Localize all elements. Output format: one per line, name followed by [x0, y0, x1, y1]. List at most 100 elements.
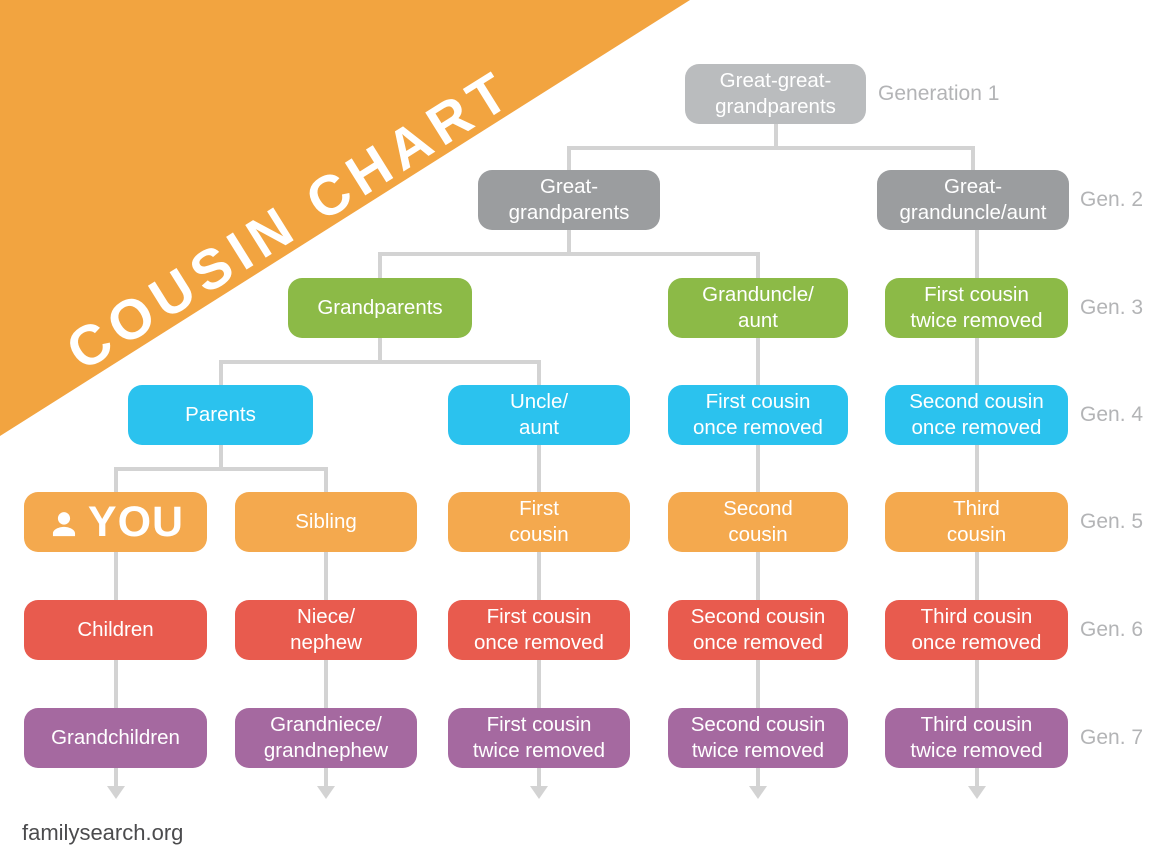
generation-label-4: Gen. 4	[1080, 403, 1144, 426]
tree-node-tc1r: Third cousin once removed	[885, 600, 1068, 660]
tree-node-gniece: Grandniece/ grandnephew	[235, 708, 417, 768]
generation-label-1: Generation 1	[878, 82, 1000, 105]
tree-node-ua: Uncle/ aunt	[448, 385, 630, 445]
down-arrow-line	[974, 768, 979, 788]
tree-node-label: Third cousin twice removed	[910, 713, 1043, 762]
connector-line	[756, 552, 760, 600]
connector-line	[218, 360, 223, 385]
generation-label-2: Gen. 2	[1080, 188, 1144, 211]
connector-line	[974, 338, 979, 385]
tree-node-label: Niece/ nephew	[290, 605, 362, 654]
tree-node-gp: Grandparents	[288, 278, 472, 338]
down-arrow-icon	[967, 786, 986, 799]
tree-node-sc1r_up: Second cousin once removed	[885, 385, 1068, 445]
tree-node-tc: Third cousin	[885, 492, 1068, 552]
connector-line	[113, 467, 118, 492]
connector-line	[974, 230, 979, 278]
tree-node-niece: Niece/ nephew	[235, 600, 417, 660]
tree-node-children: Children	[24, 600, 207, 660]
tree-node-label: Third cousin once removed	[911, 605, 1042, 654]
connector-line	[537, 445, 541, 492]
connector-line	[567, 230, 571, 256]
tree-node-label: Grandchildren	[51, 726, 180, 749]
connector-line	[537, 360, 541, 385]
tree-node-fc1r_up: First cousin once removed	[668, 385, 848, 445]
tree-node-ggua: Great- granduncle/aunt	[877, 170, 1069, 230]
tree-node-ggg: Great-great- grandparents	[685, 64, 866, 124]
down-arrow-icon	[106, 786, 125, 799]
tree-node-tc2r: Third cousin twice removed	[885, 708, 1068, 768]
tree-node-label: Third cousin	[946, 497, 1007, 546]
tree-node-label: Great- grandparents	[508, 175, 630, 224]
tree-node-sc1r_down: Second cousin once removed	[668, 600, 848, 660]
connector-line	[756, 252, 760, 278]
connector-line	[971, 146, 975, 170]
down-arrow-line	[756, 768, 760, 788]
tree-node-label: YOU	[87, 497, 185, 546]
connector-line	[113, 660, 118, 708]
tree-node-label: Second cousin once removed	[690, 605, 826, 654]
tree-node-label: Second cousin once removed	[909, 390, 1044, 439]
tree-node-gua: Granduncle/ aunt	[668, 278, 848, 338]
tree-node-sc2r: Second cousin twice removed	[668, 708, 848, 768]
connector-line	[773, 124, 778, 150]
connector-line	[113, 552, 118, 600]
connector-line	[974, 552, 979, 600]
tree-node-fc1r_down: First cousin once removed	[448, 600, 630, 660]
down-arrow-line	[537, 768, 541, 788]
connector-line	[537, 552, 541, 600]
connector-line	[113, 467, 328, 471]
down-arrow-line	[324, 768, 328, 788]
tree-node-gc: Grandchildren	[24, 708, 207, 768]
connector-line	[378, 338, 382, 364]
connector-line	[324, 552, 328, 600]
connector-line	[567, 146, 571, 170]
generation-label-5: Gen. 5	[1080, 510, 1144, 533]
connector-line	[324, 660, 328, 708]
tree-node-you: YOU	[24, 492, 207, 552]
generation-label-7: Gen. 7	[1080, 726, 1144, 749]
tree-node-label: Sibling	[295, 510, 357, 533]
down-arrow-icon	[317, 786, 335, 799]
connector-line	[537, 660, 541, 708]
tree-node-label: Children	[77, 618, 154, 641]
tree-node-label: Uncle/ aunt	[509, 390, 569, 439]
connector-line	[378, 252, 382, 278]
tree-node-fc2r_down: First cousin twice removed	[448, 708, 630, 768]
tree-node-label: Great- granduncle/aunt	[899, 175, 1047, 224]
tree-node-fc2r_up: First cousin twice removed	[885, 278, 1068, 338]
tree-node-label: First cousin once removed	[693, 390, 823, 439]
generation-label-3: Gen. 3	[1080, 296, 1144, 319]
connector-line	[324, 467, 328, 492]
tree-node-label: First cousin once removed	[474, 605, 604, 654]
tree-node-fc: First cousin	[448, 492, 630, 552]
tree-node-label: Granduncle/ aunt	[702, 283, 814, 332]
tree-node-parents: Parents	[128, 385, 313, 445]
tree-node-sibling: Sibling	[235, 492, 417, 552]
tree-node-label: Grandniece/ grandnephew	[263, 713, 389, 762]
connector-line	[756, 338, 760, 385]
tree-node-label: Second cousin	[723, 497, 793, 546]
tree-node-label: First cousin twice removed	[472, 713, 606, 762]
down-arrow-icon	[530, 786, 548, 799]
tree-node-label: First cousin twice removed	[910, 283, 1043, 332]
down-arrow-icon	[749, 786, 767, 799]
tree-node-gg: Great- grandparents	[478, 170, 660, 230]
person-icon	[52, 512, 75, 537]
connector-line	[756, 660, 760, 708]
tree-node-sc: Second cousin	[668, 492, 848, 552]
connector-line	[974, 660, 979, 708]
connector-line	[218, 360, 541, 364]
down-arrow-line	[113, 768, 118, 788]
connector-line	[756, 445, 760, 492]
connector-line	[567, 146, 975, 150]
tree-node-label: Grandparents	[317, 296, 443, 319]
connector-line	[378, 252, 760, 256]
connector-line	[218, 445, 223, 471]
tree-node-label: First cousin	[509, 497, 569, 546]
footer-site-label: familysearch.org	[22, 820, 184, 845]
tree-node-label: Second cousin twice removed	[690, 713, 826, 762]
tree-node-label: Great-great- grandparents	[715, 69, 836, 118]
tree-node-label: Parents	[185, 403, 256, 426]
